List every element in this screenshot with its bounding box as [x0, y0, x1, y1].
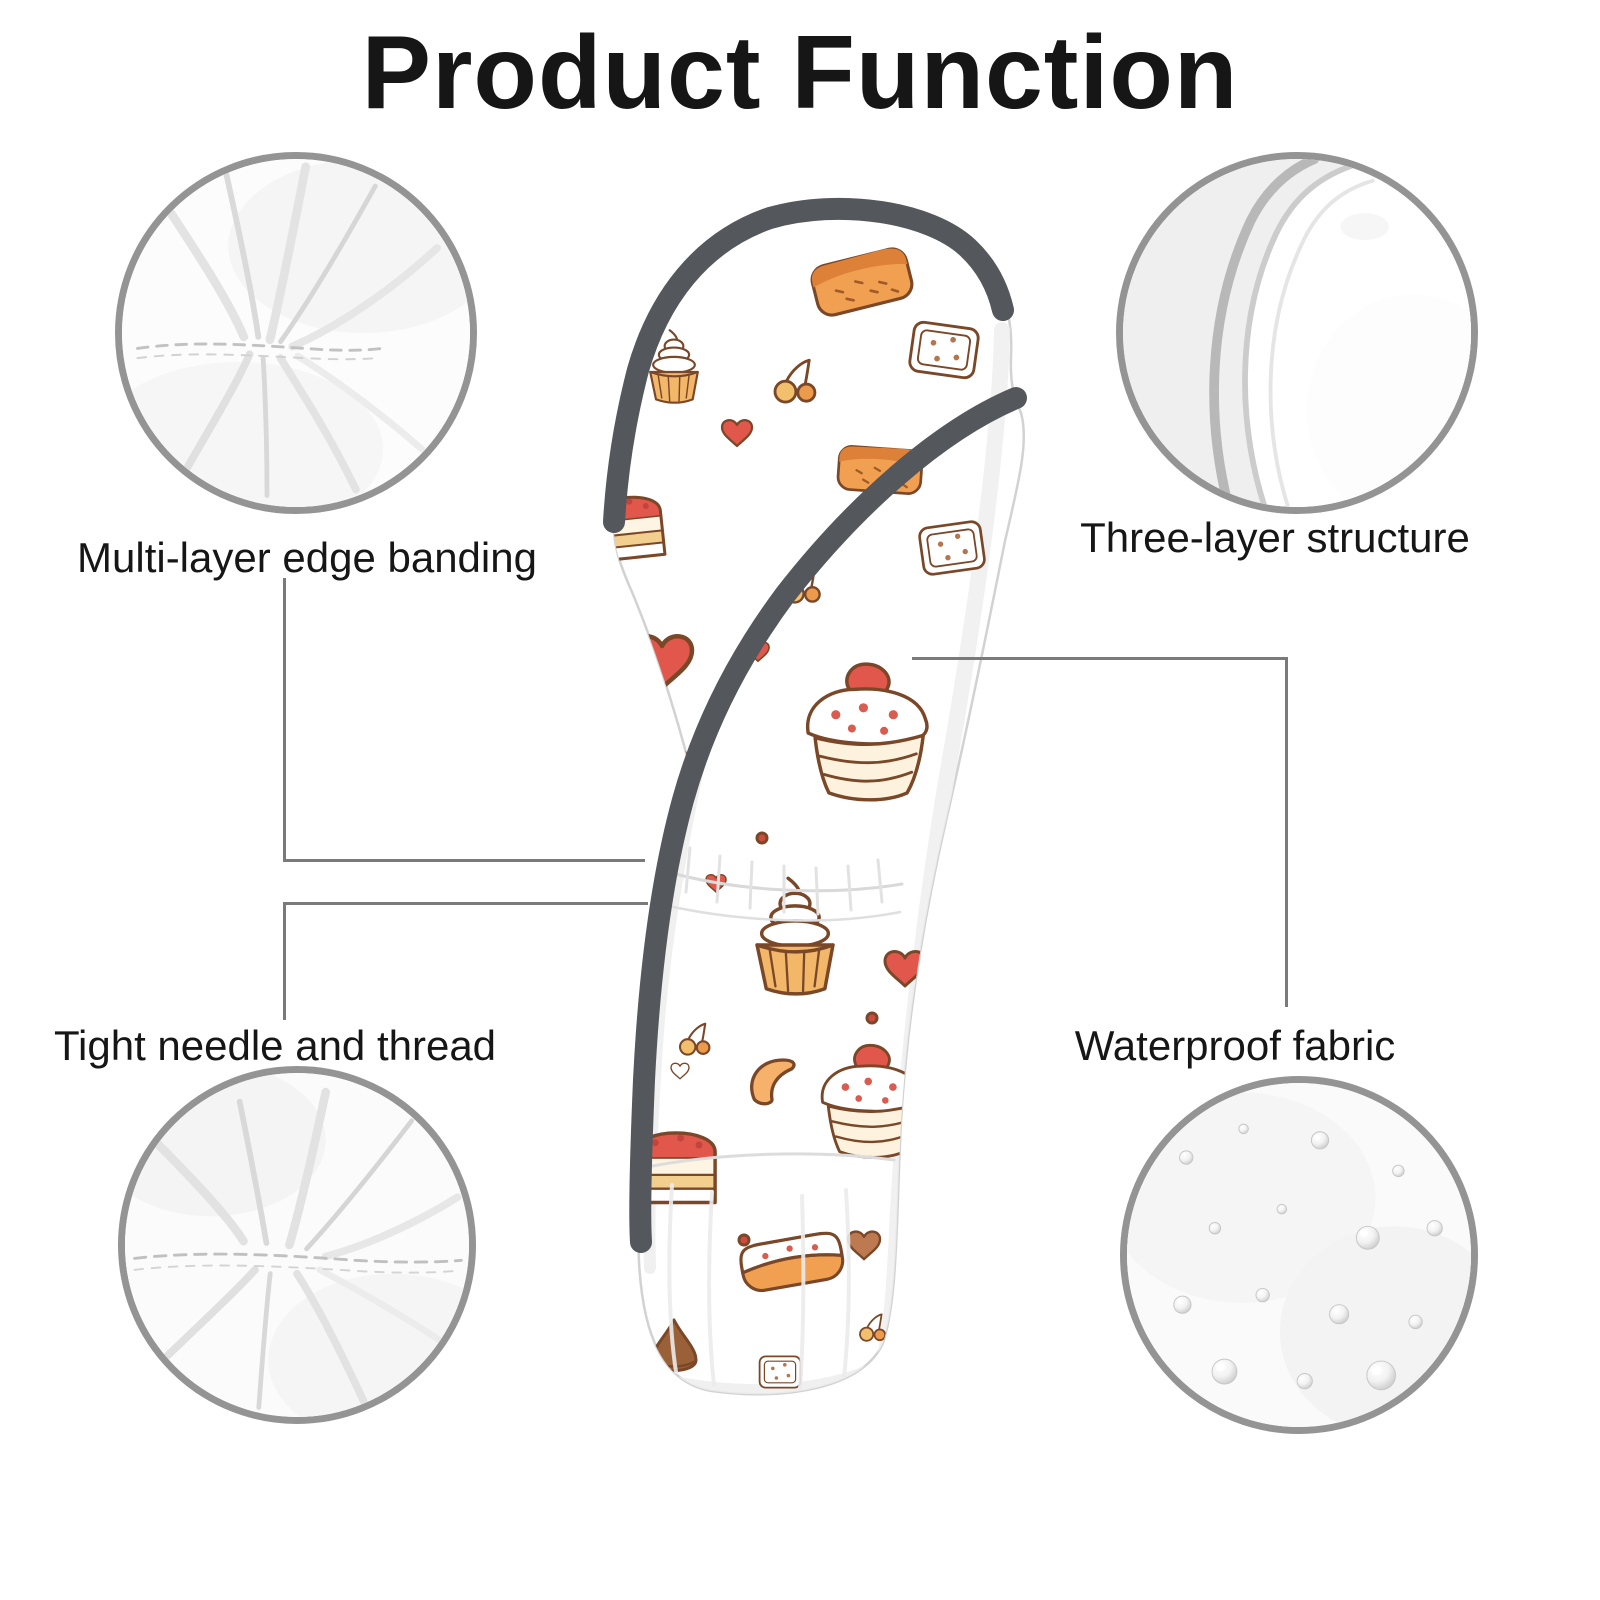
connector-stitching-vertical — [283, 902, 286, 1020]
feature-circle-edge-banding — [115, 152, 477, 514]
feature-label-stitching: Tight needle and thread — [53, 1022, 497, 1069]
layered-structure-image — [1123, 159, 1471, 507]
feature-circle-stitching — [118, 1066, 476, 1424]
connector-stitching-horizontal — [283, 902, 648, 905]
edge-banding-band-main — [629, 387, 1027, 1253]
edge-banding-band-upper — [603, 197, 1014, 533]
headcover-illustration — [603, 197, 1027, 1396]
feature-label-three-layer: Three-layer structure — [1080, 514, 1470, 561]
gathered-leather-image — [122, 159, 470, 507]
connector-edge-banding-horizontal — [283, 859, 645, 862]
water-droplets-image — [1127, 1083, 1471, 1427]
connector-waterproof-horizontal — [912, 657, 1288, 660]
fabric-gather-lines — [640, 846, 904, 1390]
page-title: Product Function — [361, 15, 1239, 131]
connector-waterproof-vertical — [1285, 657, 1288, 1007]
feature-label-waterproof: Waterproof fabric — [1074, 1022, 1396, 1069]
stitched-fabric-image — [125, 1073, 469, 1417]
feature-label-edge-banding: Multi-layer edge banding — [77, 534, 537, 581]
connector-edge-banding-vertical — [283, 578, 286, 862]
feature-circle-waterproof — [1120, 1076, 1478, 1434]
feature-circle-three-layer — [1116, 152, 1478, 514]
